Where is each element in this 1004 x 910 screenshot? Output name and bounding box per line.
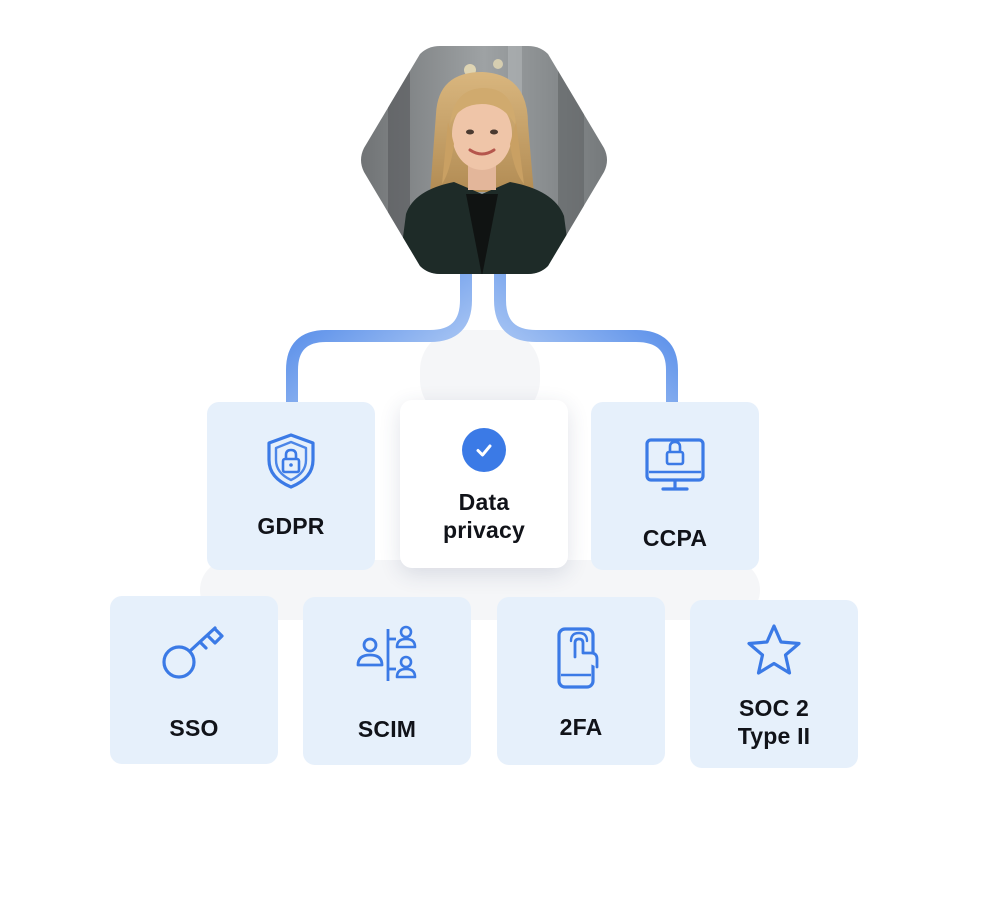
card-2fa[interactable]: 2FA <box>497 597 665 765</box>
monitor-lock-icon <box>645 438 705 491</box>
card-label: SSO <box>169 715 219 741</box>
star-icon <box>747 624 801 675</box>
card-label: 2FA <box>559 714 603 740</box>
key-icon <box>162 626 224 679</box>
card-soc2[interactable]: SOC 2 Type II <box>690 600 858 768</box>
phone-touch-icon <box>557 627 599 689</box>
card-gdpr[interactable]: GDPR <box>207 402 375 570</box>
card-scim[interactable]: SCIM <box>303 597 471 765</box>
card-label-line-2: Type II <box>737 723 811 749</box>
connector-left <box>286 266 472 410</box>
card-label-line-1: SOC 2 <box>738 695 810 721</box>
background-silhouette <box>200 560 760 620</box>
card-label: SCIM <box>357 716 417 742</box>
users-sync-icon <box>356 625 417 681</box>
card-label: GDPR <box>257 513 325 539</box>
check-circle-icon <box>462 428 506 472</box>
card-label: CCPA <box>642 525 708 551</box>
connector-right <box>494 266 678 410</box>
person-photo-icon <box>361 46 607 274</box>
card-sso[interactable]: SSO <box>110 596 278 764</box>
shield-lock-icon <box>267 433 315 489</box>
avatar <box>358 44 610 276</box>
card-label-line-1: Data <box>458 489 510 515</box>
card-data-privacy[interactable]: Data privacy <box>400 400 568 568</box>
card-ccpa[interactable]: CCPA <box>591 402 759 570</box>
card-label-line-2: privacy <box>443 517 525 543</box>
